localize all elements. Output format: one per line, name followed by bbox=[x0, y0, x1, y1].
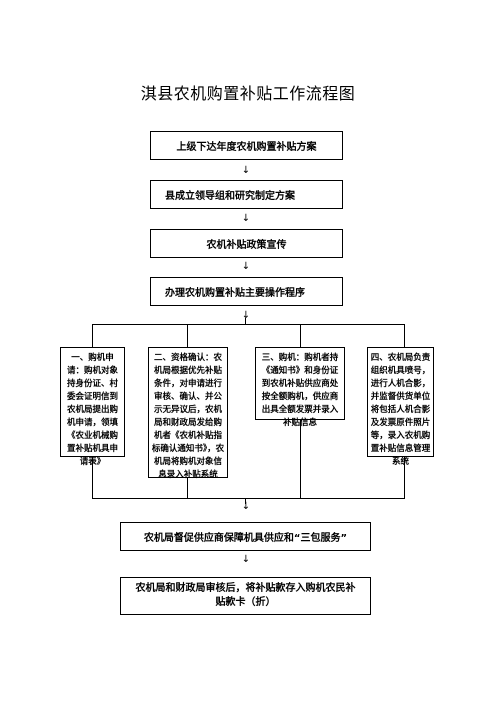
box-main-procedure: 办理农机购置补贴主要操作程序 bbox=[150, 277, 343, 306]
step-number-spraying: 四、农机局负责组织机具喷号，进行人机合影，并监督供货单位将包括人机合影及发票原件… bbox=[367, 347, 434, 467]
connector-line bbox=[245, 498, 246, 504]
step-number-spraying-label: 四、农机局负责组织机具喷号，进行人机合影，并监督供货单位将包括人机合影及发票原件… bbox=[370, 353, 431, 467]
box-county-leadership-label: 县成立领导组和研究制定方案 bbox=[165, 191, 295, 202]
connector-line bbox=[92, 324, 93, 347]
connector-line bbox=[92, 498, 405, 499]
arrow-down-icon: ↓ bbox=[241, 310, 251, 321]
connector-line bbox=[300, 324, 301, 347]
step-qualification-confirmation-label: 二、资格确认：农机局根据优先补贴条件，对申请进行审核、确认、并公示无异议后，农机… bbox=[151, 353, 225, 480]
box-county-leadership: 县成立领导组和研究制定方案 bbox=[150, 180, 343, 209]
connector-line bbox=[404, 457, 405, 498]
step-purchase-application-label: 一、购机申请：购机对象持身份证、村委会证明信到农机局提出购机申请，领填《农业机械… bbox=[66, 353, 118, 467]
connector-line bbox=[404, 324, 405, 347]
connector-line bbox=[92, 457, 93, 498]
connector-line bbox=[92, 324, 404, 325]
arrow-down-icon: ↓ bbox=[241, 554, 251, 565]
arrow-down-icon: ↓ bbox=[241, 213, 251, 224]
arrow-down-icon: ↓ bbox=[241, 261, 251, 272]
connector-line bbox=[300, 420, 301, 498]
box-policy-publicity: 农机补贴政策宣传 bbox=[150, 229, 343, 258]
box-subsidy-deposit-label: 农机局和财政局审核后，将补贴款存入购机农民补贴款卡（折） bbox=[135, 583, 356, 608]
box-policy-publicity-label: 农机补贴政策宣传 bbox=[206, 240, 287, 251]
arrow-down-icon: ↓ bbox=[241, 501, 251, 512]
box-supplier-guarantee-label: 农机局督促供应商保障机具供应和“三包服务” bbox=[143, 533, 348, 544]
box-main-procedure-label: 办理农机购置补贴主要操作程序 bbox=[165, 288, 305, 299]
page-title: 淇县农机购置补贴工作流程图 bbox=[140, 84, 356, 103]
box-subsidy-deposit: 农机局和财政局审核后，将补贴款存入购机农民补贴款卡（折） bbox=[120, 577, 371, 615]
step-purchase-label: 三、购机：购机者持《通知书》和身份证到农机补贴供应商处按全额购机，供应商出具全额… bbox=[261, 353, 339, 428]
connector-line bbox=[187, 478, 188, 498]
step-purchase-application: 一、购机申请：购机对象持身份证、村委会证明信到农机局提出购机申请，领填《农业机械… bbox=[60, 347, 125, 467]
step-purchase: 三、购机：购机者持《通知书》和身份证到农机补贴供应商处按全额购机，供应商出具全额… bbox=[255, 347, 345, 428]
box-upper-plan: 上级下达年度农机购置补贴方案 bbox=[150, 131, 343, 160]
box-upper-plan-label: 上级下达年度农机购置补贴方案 bbox=[176, 142, 317, 153]
connector-line bbox=[187, 324, 188, 347]
connector-line bbox=[245, 318, 246, 324]
box-supplier-guarantee: 农机局督促供应商保障机具供应和“三包服务” bbox=[120, 522, 371, 551]
step-qualification-confirmation: 二、资格确认：农机局根据优先补贴条件，对申请进行审核、确认、并公示无异议后，农机… bbox=[148, 347, 228, 480]
arrow-down-icon: ↓ bbox=[241, 165, 251, 176]
